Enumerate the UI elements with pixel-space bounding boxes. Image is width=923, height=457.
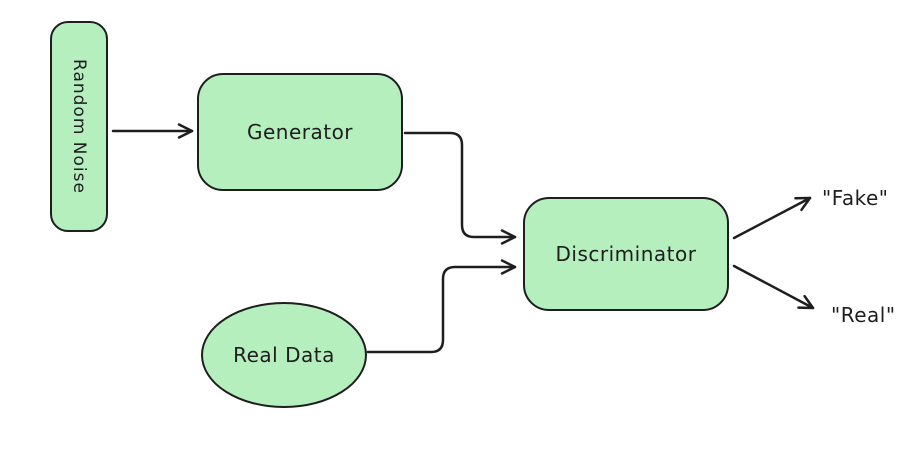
random-noise-node: Random Noise bbox=[50, 21, 108, 232]
arrow-generator-to-discriminator bbox=[403, 131, 517, 245]
arrow-discriminator-to-real bbox=[732, 264, 815, 310]
arrow-realdata-to-discriminator bbox=[366, 259, 517, 354]
real-output-label: "Real" bbox=[831, 303, 896, 327]
generator-label: Generator bbox=[246, 120, 354, 144]
discriminator-label: Discriminator bbox=[555, 242, 697, 266]
arrow-discriminator-to-fake bbox=[732, 196, 812, 240]
generator-node: Generator bbox=[197, 73, 403, 191]
discriminator-node: Discriminator bbox=[523, 197, 729, 311]
fake-output-label: "Fake" bbox=[822, 186, 889, 210]
real-data-node: Real Data bbox=[201, 302, 367, 408]
random-noise-label: Random Noise bbox=[69, 59, 89, 194]
real-data-label: Real Data bbox=[233, 343, 335, 367]
